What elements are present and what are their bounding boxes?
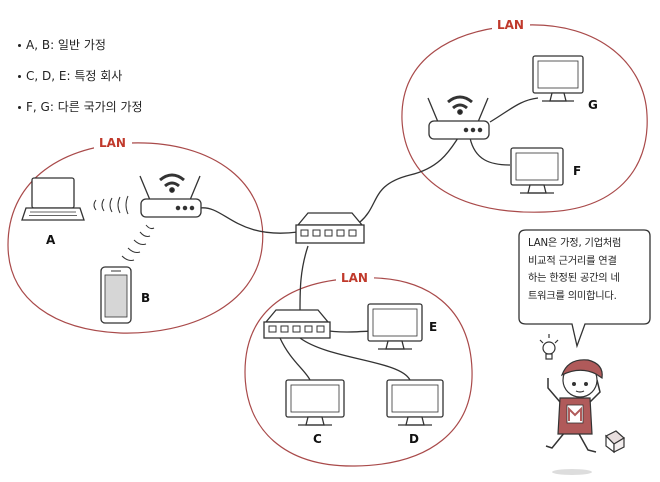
character-illustration bbox=[539, 334, 626, 475]
legend-item-company: C, D, E: 특정 회사 bbox=[18, 67, 122, 84]
router-icon-foreign bbox=[427, 95, 490, 140]
bullet-icon bbox=[18, 106, 21, 109]
wifi-signal-icon bbox=[121, 224, 155, 261]
bubble-line: 트워크를 의미합니다. bbox=[528, 290, 617, 302]
lightbulb-icon bbox=[539, 334, 559, 360]
device-label-e: E bbox=[429, 320, 437, 334]
smartphone-icon bbox=[100, 266, 132, 324]
bullet-icon bbox=[18, 75, 21, 78]
switch-icon-company bbox=[263, 309, 331, 339]
device-label-d: D bbox=[409, 432, 419, 446]
speech-bubble bbox=[518, 229, 651, 349]
cables bbox=[199, 97, 539, 381]
legend-item-foreign-home: F, G: 다른 국가의 가정 bbox=[18, 98, 143, 115]
legend-item-home: A, B: 일반 가정 bbox=[18, 36, 106, 53]
lan-label-company: LAN bbox=[341, 271, 368, 285]
device-label-f: F bbox=[573, 164, 581, 178]
lan-boundary-company bbox=[244, 277, 473, 467]
monitor-icon-e bbox=[367, 303, 423, 350]
monitor-icon-f bbox=[510, 147, 564, 194]
device-label-a: A bbox=[46, 233, 56, 247]
wifi-signal-icon bbox=[93, 195, 129, 215]
lan-boundary-home bbox=[7, 142, 264, 334]
lan-label-home: LAN bbox=[99, 136, 126, 150]
laptop-icon bbox=[21, 177, 85, 221]
device-label-g: G bbox=[588, 98, 598, 112]
device-label-c: C bbox=[313, 432, 322, 446]
bubble-line: LAN은 가정, 기업처럼 bbox=[528, 238, 622, 249]
lan-boundary-foreign bbox=[401, 24, 648, 213]
monitor-icon-d bbox=[386, 379, 444, 426]
bubble-line: 비교적 근거리를 연결 bbox=[528, 255, 617, 267]
bullet-icon bbox=[18, 44, 21, 47]
monitor-icon-g bbox=[532, 55, 584, 102]
speech-bubble-text: LAN은 가정, 기업처럼 비교적 근거리를 연결 하는 한정된 공간의 네 트… bbox=[519, 229, 646, 325]
monitor-icon-c bbox=[285, 379, 345, 426]
device-label-b: B bbox=[141, 291, 150, 305]
switch-icon-central bbox=[295, 212, 365, 244]
lan-label-foreign: LAN bbox=[497, 18, 524, 32]
box-icon bbox=[604, 430, 626, 454]
router-icon-home bbox=[139, 173, 202, 218]
bubble-line: 하는 한정된 공간의 네 bbox=[528, 273, 620, 284]
